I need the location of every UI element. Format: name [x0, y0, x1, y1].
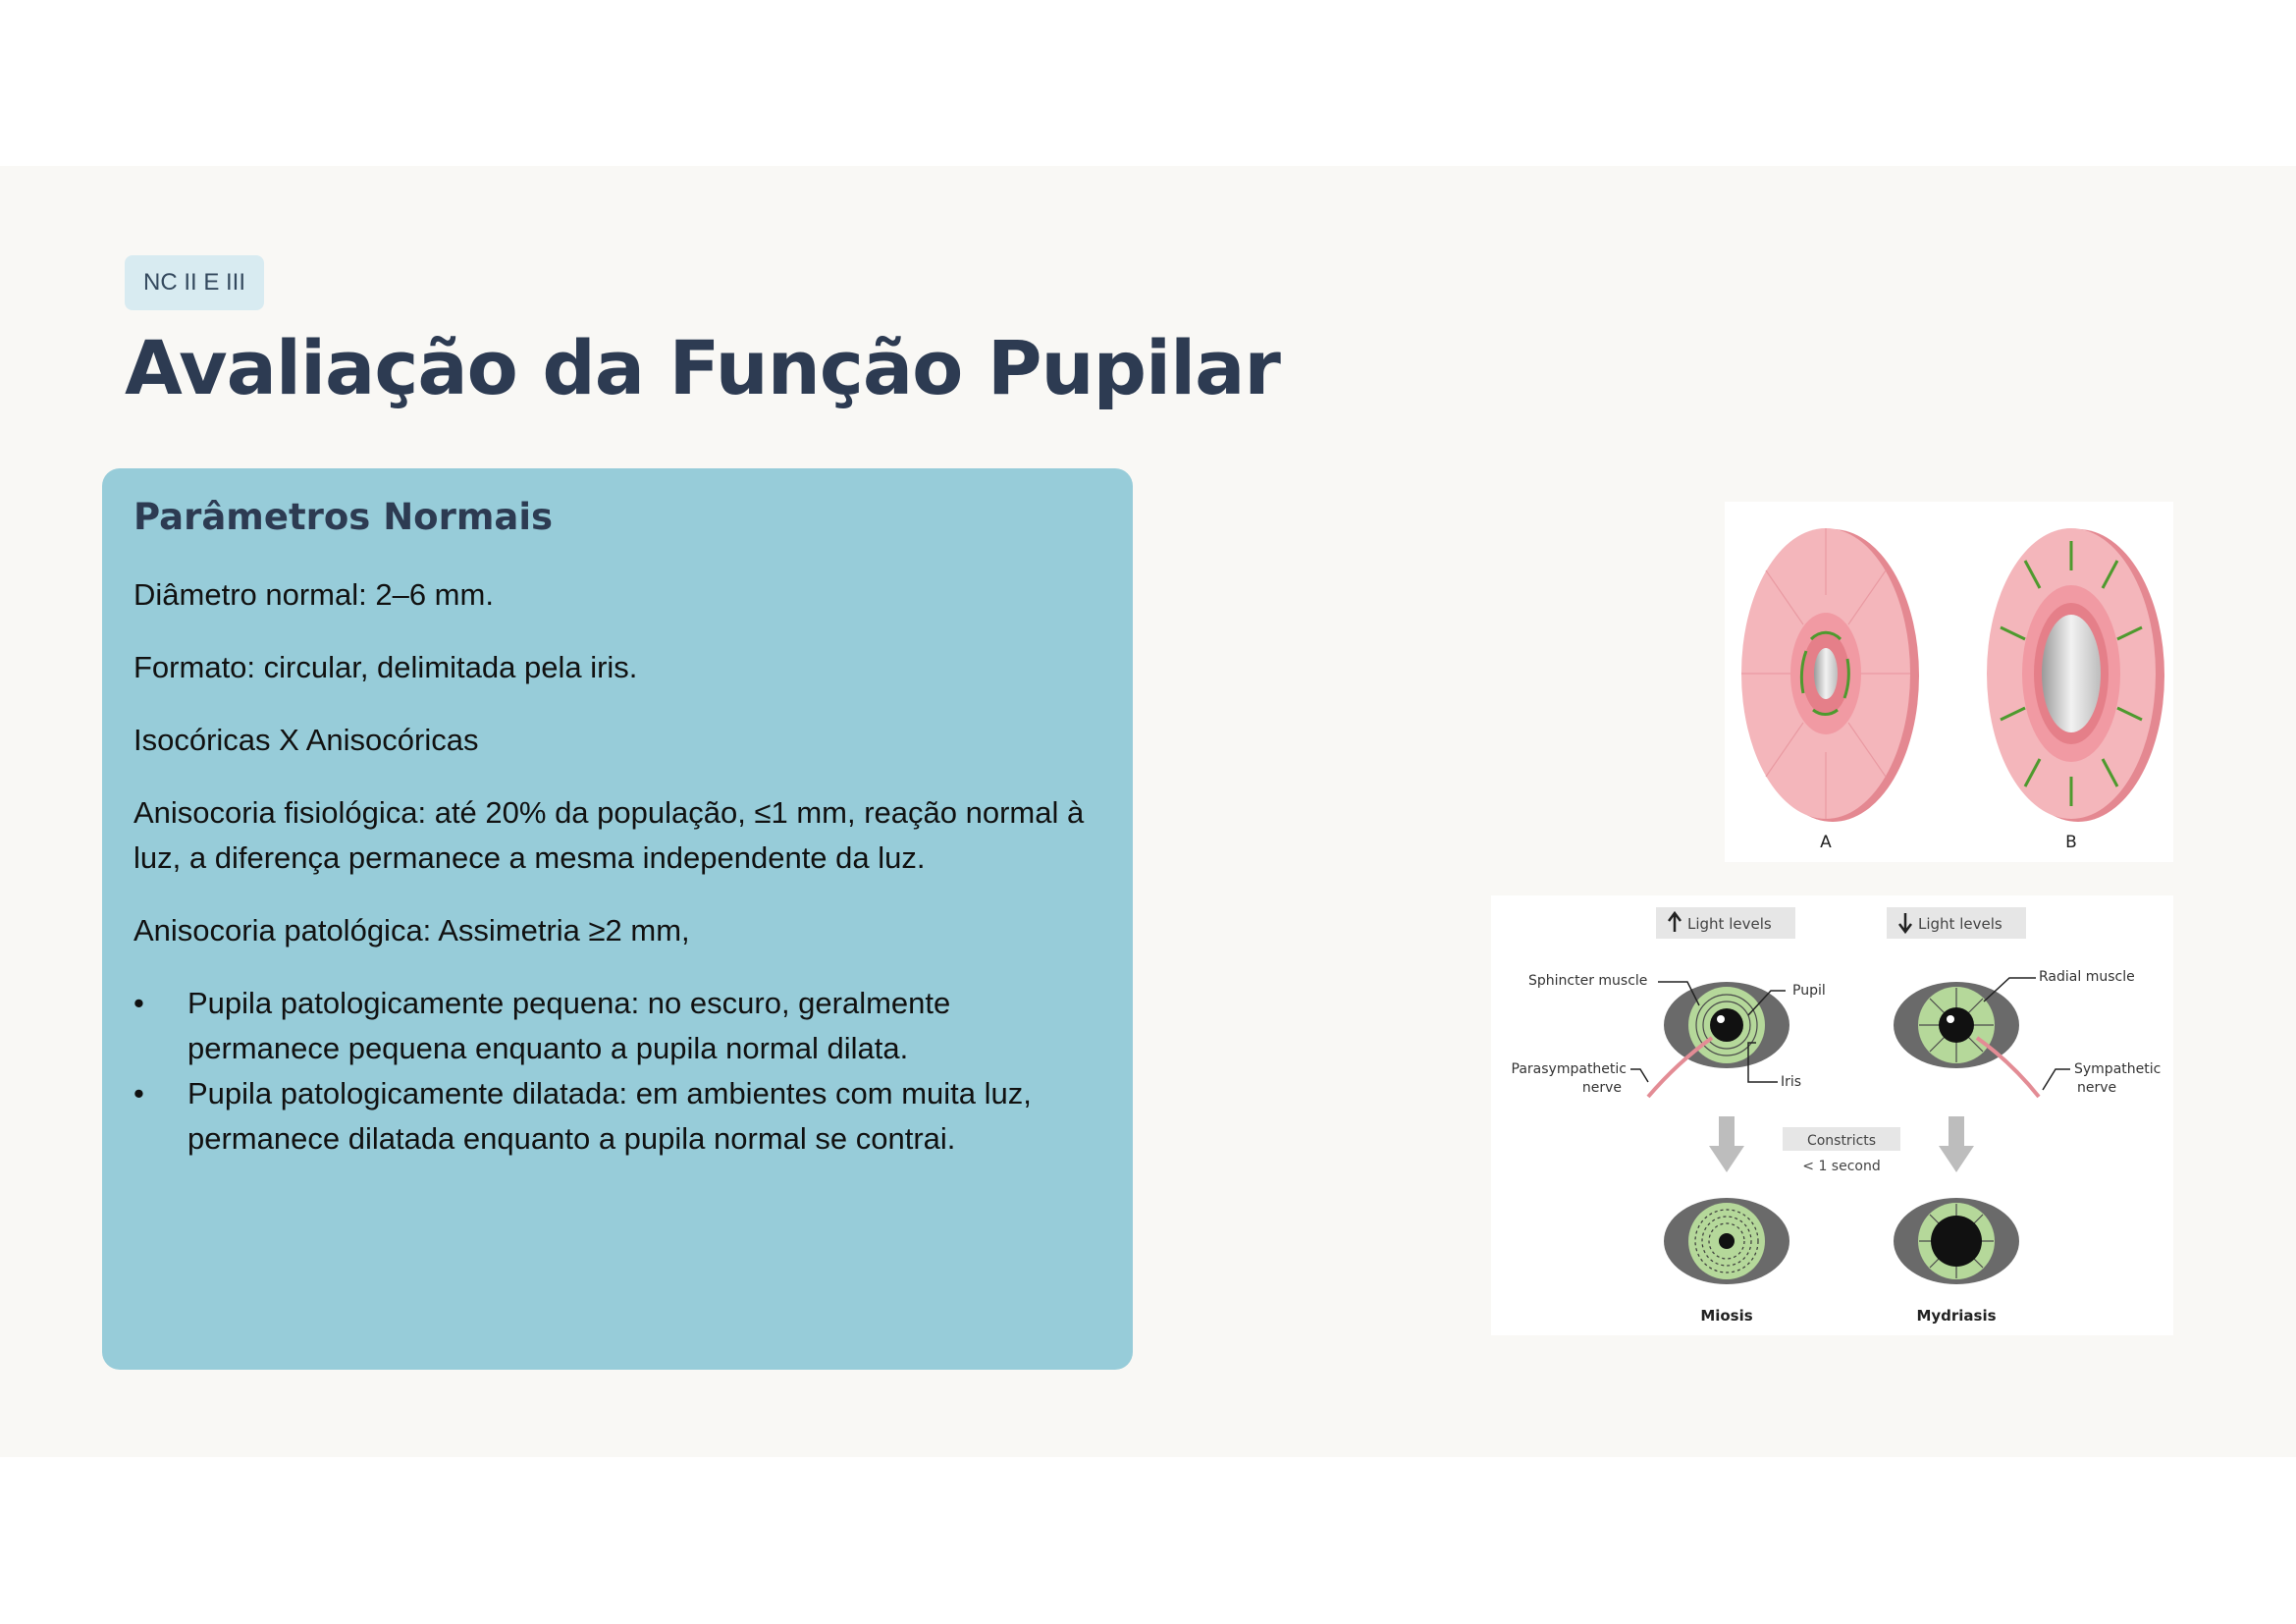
slide-title: Avaliação da Função Pupilar: [125, 324, 1281, 411]
bullet-icon: •: [133, 986, 144, 1021]
label-a: A: [1820, 833, 1832, 852]
list-item: • Pupila patologicamente dilatada: em am…: [133, 1071, 1101, 1162]
list-item: • Pupila patologicamente pequena: no esc…: [133, 981, 1101, 1071]
label-b: B: [2065, 833, 2077, 852]
paragraph-format: Formato: circular, delimitada pela iris.: [133, 650, 638, 685]
eye-mydriasis: [1894, 1198, 2019, 1284]
constricts-label: Constricts: [1807, 1133, 1876, 1149]
list-item-text: Pupila patologicamente dilatada: em ambi…: [187, 1076, 1032, 1157]
arrow-up-icon: [1668, 910, 1682, 932]
light-up-badge: [1656, 907, 1795, 939]
eye-miosis: [1664, 1198, 1789, 1284]
constricts-badge: [1783, 1127, 1900, 1151]
pupil-label: Pupil: [1792, 983, 1826, 999]
radial-label: Radial muscle: [2039, 969, 2135, 985]
pupil-reflex-figure: Light levels Light levels: [1491, 895, 2173, 1335]
eye-constricting: [1664, 982, 1789, 1068]
parasympathetic-label: Parasympathetic: [1512, 1061, 1627, 1077]
parameters-card: Parâmetros Normais Diâmetro normal: 2–6 …: [102, 468, 1133, 1370]
miosis-label: Miosis: [1700, 1307, 1752, 1325]
bullet-list: • Pupila patologicamente pequena: no esc…: [133, 981, 1101, 1162]
section-tag: NC II E III: [125, 255, 265, 310]
parasympathetic-nerve: [1646, 1036, 1714, 1099]
iris-disk-a: [1741, 528, 1919, 822]
list-item-text: Pupila patologicamente pequena: no escur…: [187, 986, 951, 1066]
iris-muscles-figure: A B: [1725, 502, 2173, 862]
down-arrow-icon: [1709, 1116, 1744, 1172]
sympathetic-nerve: [1975, 1036, 2041, 1099]
parasympathetic-label-2: nerve: [1582, 1080, 1622, 1096]
down-arrow-icon: [1939, 1116, 1974, 1172]
bullet-icon: •: [133, 1076, 144, 1111]
slide: NC II E III Avaliação da Função Pupilar …: [0, 166, 2296, 1457]
card-heading: Parâmetros Normais: [133, 496, 554, 538]
iris-disk-b: [1987, 528, 2164, 822]
sympathetic-label-2: nerve: [2077, 1080, 2116, 1096]
paragraph-isocoric: Isocóricas X Anisocóricas: [133, 723, 479, 758]
paragraph-physiological: Anisocoria fisiológica: até 20% da popul…: [133, 795, 1085, 876]
paragraph-diameter: Diâmetro normal: 2–6 mm.: [133, 577, 494, 613]
eye-dilating: [1894, 982, 2019, 1068]
iris-label: Iris: [1781, 1074, 1801, 1090]
sphincter-label: Sphincter muscle: [1528, 973, 1647, 989]
time-label: < 1 second: [1802, 1159, 1880, 1174]
sympathetic-label: Sympathetic: [2074, 1061, 2161, 1077]
arrow-down-icon: [1898, 913, 1912, 935]
light-down-label: Light levels: [1918, 915, 2002, 933]
paragraph-pathological: Anisocoria patológica: Assimetria ≥2 mm,: [133, 913, 690, 948]
light-down-badge: [1887, 907, 2026, 939]
light-up-label: Light levels: [1687, 915, 1772, 933]
mydriasis-label: Mydriasis: [1916, 1307, 1996, 1325]
